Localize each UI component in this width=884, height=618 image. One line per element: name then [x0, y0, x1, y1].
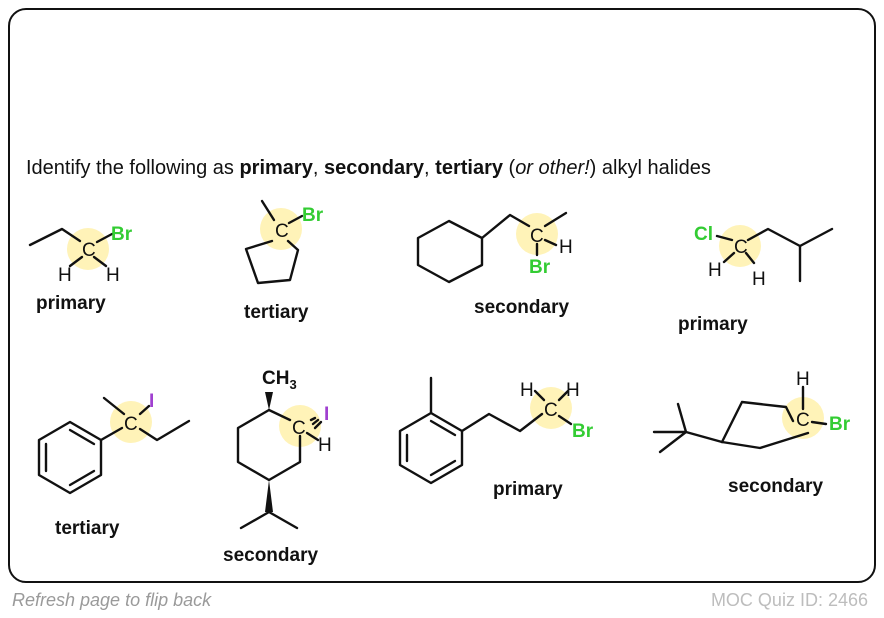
- hash-bond-iodine: [309, 416, 323, 430]
- molecule-label: primary: [678, 314, 748, 335]
- atom-bromine: Br: [529, 257, 551, 278]
- atom-hydrogen: H: [318, 435, 332, 456]
- question-term-primary: primary: [239, 157, 313, 179]
- methyl-subscript: 3: [289, 377, 296, 392]
- atom-bromine: Br: [829, 414, 851, 435]
- bond-benzene-ring: [398, 411, 464, 485]
- bond-cyclohexane-ring: [416, 219, 484, 284]
- quiz-card[interactable]: [8, 8, 876, 583]
- bond-chain: [28, 227, 82, 247]
- molecule-1-bromopropane: C Br H H primary: [28, 224, 133, 314]
- bond-c-h: [92, 255, 108, 268]
- bond-chair-lower: [720, 431, 810, 450]
- bond-ring-c: [99, 426, 124, 442]
- atom-chlorine: Cl: [694, 224, 713, 245]
- atom-carbon: C: [275, 221, 289, 242]
- carbon-highlight: [260, 208, 302, 250]
- atom-iodine: I: [149, 391, 154, 412]
- question-suffix: ) alkyl halides: [589, 157, 711, 179]
- atom-carbon: C: [796, 410, 810, 431]
- atom-hydrogen: H: [58, 265, 72, 286]
- atom-bromine: Br: [572, 421, 594, 442]
- molecule-6-iodomenthane: C I H CH3 secondary: [223, 368, 332, 566]
- atom-carbon: C: [530, 226, 544, 247]
- bond-c-br: [557, 414, 573, 426]
- bond-c-h: [722, 251, 736, 264]
- bond-c-h: [305, 431, 320, 442]
- carbon-highlight: [782, 397, 824, 439]
- molecule-8-bromo-tert-butylcyclohexane: C H Br secondary: [652, 369, 851, 497]
- molecule-label: tertiary: [244, 302, 309, 323]
- atom-bromine: Br: [111, 224, 133, 245]
- question-prefix: Identify the following as: [26, 157, 240, 179]
- bond-c-cl: [715, 234, 734, 242]
- atom-hydrogen: H: [520, 380, 534, 401]
- atom-hydrogen: H: [708, 260, 722, 281]
- bond-benzene-inner: [44, 428, 96, 487]
- bond-c-h: [557, 389, 570, 402]
- bond-c-h: [744, 251, 756, 265]
- bond-ethyl: [138, 419, 191, 442]
- atom-hydrogen: H: [559, 237, 573, 258]
- atom-hydrogen: H: [106, 265, 120, 286]
- atom-carbon: C: [544, 400, 558, 421]
- bond-c-methyl: [102, 396, 126, 416]
- atom-carbon: C: [734, 237, 748, 258]
- question-term-other: or other!: [515, 157, 590, 179]
- bond-c-br: [95, 232, 114, 244]
- methyl-group: CH3: [262, 368, 297, 392]
- question-paren: (: [502, 157, 516, 179]
- atom-carbon: C: [82, 240, 96, 261]
- bond-ring: [244, 239, 300, 285]
- bond-tbutyl-ring: [684, 430, 724, 444]
- quiz-id: MOC Quiz ID: 2466: [710, 590, 868, 610]
- wedge-bond-isopropyl: [265, 480, 273, 512]
- molecule-3-bromocyclohexylpropane: C H Br secondary: [416, 211, 573, 318]
- bond-c-h: [543, 238, 558, 247]
- bond-c-i: [138, 404, 151, 416]
- bond-chain: [480, 213, 531, 240]
- question-term-tertiary: tertiary: [435, 157, 503, 179]
- question-separator: ,: [312, 157, 324, 179]
- molecule-4-chloromethylbutane: C Cl H H primary: [678, 224, 834, 335]
- bond-chair-upper: [720, 400, 795, 444]
- atom-carbon: C: [292, 418, 306, 439]
- atom-hydrogen: H: [796, 369, 810, 390]
- bond-ring-c: [267, 408, 292, 422]
- question-term-secondary: secondary: [323, 157, 425, 179]
- bond-c-br: [287, 214, 304, 225]
- atom-hydrogen: H: [566, 380, 580, 401]
- molecule-2-bromomethylcyclopentane: C Br tertiary: [244, 199, 324, 323]
- molecule-label: tertiary: [55, 518, 120, 539]
- bond-tbutyl: [652, 402, 688, 454]
- bond-c-methyl: [260, 199, 276, 222]
- bond-isopropyl: [239, 510, 299, 530]
- molecule-7-bromopropyltoluene: C H H Br primary: [398, 376, 594, 500]
- molecule-label: secondary: [728, 476, 823, 497]
- molecule-label: secondary: [474, 297, 569, 318]
- bond-c-methyl: [543, 211, 568, 228]
- molecule-label: primary: [36, 293, 106, 314]
- bond-benzene-ring: [37, 420, 103, 495]
- molecule-label: primary: [493, 479, 563, 500]
- atom-iodine: I: [324, 404, 329, 425]
- bond-ring: [236, 408, 302, 482]
- bond-c-h: [68, 255, 84, 268]
- bond-benzene-inner: [405, 419, 457, 477]
- molecule-5-iodophenylbutane: C I tertiary: [37, 391, 191, 539]
- bond-chain: [460, 412, 544, 433]
- bond-c-h: [533, 389, 546, 402]
- refresh-hint-link[interactable]: Refresh page to flip back: [12, 590, 212, 610]
- methyl-text: CH: [262, 368, 289, 389]
- wedge-bond-methyl: [265, 392, 273, 410]
- bond-chain: [746, 227, 834, 248]
- atom-hydrogen: H: [752, 269, 766, 290]
- molecule-label: secondary: [223, 545, 318, 566]
- atom-carbon: C: [124, 414, 138, 435]
- bond-c-br: [810, 420, 828, 426]
- atom-bromine: Br: [302, 205, 324, 226]
- question-separator: ,: [424, 157, 436, 179]
- question-text: Identify the following as primary, secon…: [26, 157, 711, 180]
